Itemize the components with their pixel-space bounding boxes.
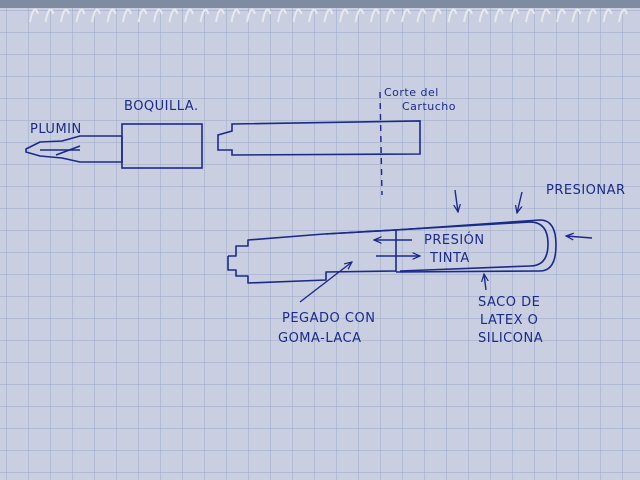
spiral-ring bbox=[385, 8, 396, 23]
label-corte-2: Cartucho bbox=[402, 100, 456, 113]
spiral-ring bbox=[168, 8, 179, 23]
label-boquilla: BOQUILLA. bbox=[124, 99, 199, 114]
spiral-ring bbox=[602, 8, 613, 23]
spiral-ring bbox=[463, 8, 473, 23]
spiral-ring bbox=[215, 8, 225, 23]
spiral-ring bbox=[60, 8, 70, 23]
grid-pattern bbox=[0, 8, 640, 480]
label-plumin: PLUMIN bbox=[30, 122, 82, 137]
arrow-down-1 bbox=[455, 189, 458, 212]
spiral-ring bbox=[323, 8, 334, 23]
spiral-ring bbox=[587, 8, 597, 23]
arrow-pegado bbox=[299, 262, 352, 303]
spiral-ring bbox=[277, 8, 287, 23]
spiral-ring bbox=[75, 8, 86, 23]
spiral-ring bbox=[122, 8, 132, 23]
spiral-ring bbox=[199, 8, 210, 23]
label-tinta: TINTA bbox=[429, 251, 470, 266]
arrow-down-2 bbox=[517, 191, 523, 213]
spiral-ring bbox=[246, 8, 256, 23]
spiral-ring bbox=[354, 8, 365, 23]
spiral-ring bbox=[339, 8, 349, 23]
spiral-ring bbox=[370, 8, 380, 23]
spiral-ring bbox=[106, 8, 117, 23]
pressure-arrows bbox=[299, 189, 593, 303]
spiral-ring bbox=[509, 8, 520, 23]
spiral-ring bbox=[230, 8, 241, 23]
spiral-ring bbox=[184, 8, 194, 23]
label-presionar: PRESIONAR bbox=[546, 183, 626, 198]
spiral-ring bbox=[153, 8, 163, 23]
spiral-binding bbox=[29, 8, 628, 23]
spiral-ring bbox=[44, 8, 55, 23]
spiral-ring bbox=[261, 8, 272, 23]
label-saco-2: LATEX O bbox=[480, 313, 538, 328]
label-pegado-1: PEGADO CON bbox=[282, 311, 375, 326]
spiral-ring bbox=[401, 8, 411, 23]
label-saco-3: SILICONA bbox=[478, 331, 543, 346]
label-pegado-2: GOMA-LACA bbox=[278, 331, 362, 346]
spiral-ring bbox=[556, 8, 566, 23]
spiral-ring bbox=[478, 8, 489, 23]
arrow-left bbox=[566, 236, 593, 238]
barrel-drawing bbox=[217, 120, 421, 156]
spiral-ring bbox=[571, 8, 582, 23]
label-presion: PRESIÓN bbox=[424, 232, 485, 248]
spiral-ring bbox=[432, 8, 442, 23]
spiral-ring bbox=[618, 8, 628, 23]
label-saco-1: SACO DE bbox=[478, 295, 540, 310]
spiral-ring bbox=[91, 8, 101, 23]
spiral-ring bbox=[447, 8, 458, 23]
assembled-pen-drawing bbox=[227, 219, 557, 284]
spiral-ring bbox=[292, 8, 303, 23]
spiral-ring bbox=[494, 8, 504, 23]
section-drawing bbox=[121, 123, 203, 169]
spiral-ring bbox=[540, 8, 551, 23]
spiral-ring bbox=[29, 8, 39, 23]
spiral-ring bbox=[308, 8, 318, 23]
label-corte-1: Corte del bbox=[384, 86, 439, 99]
arrow-up bbox=[484, 274, 486, 291]
spiral-ring bbox=[137, 8, 148, 23]
spiral-ring bbox=[525, 8, 535, 23]
spiral-ring bbox=[416, 8, 427, 23]
